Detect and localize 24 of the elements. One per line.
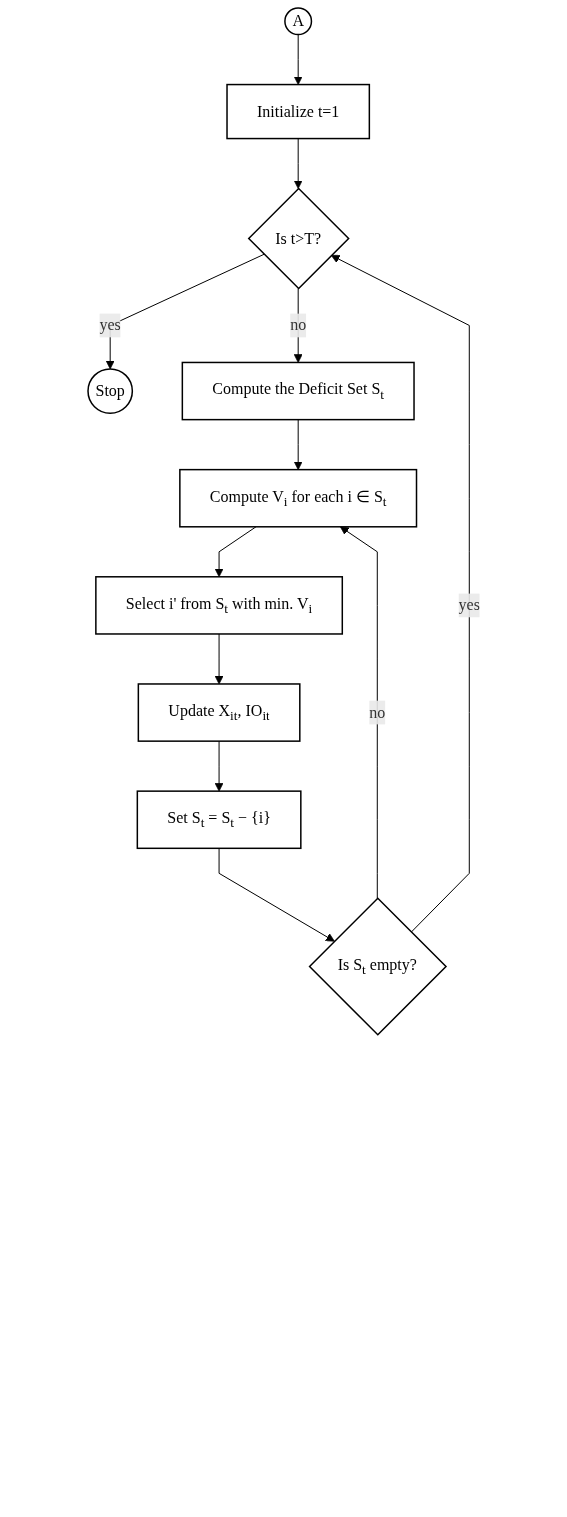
- edge-label: yes: [99, 316, 121, 334]
- arrow: [293, 34, 303, 85]
- arrow: [214, 740, 223, 792]
- node-box: Update X$_{it}$, IO$_{it}$: [137, 683, 301, 742]
- arrow: [330, 254, 470, 933]
- node-box: Initialize t=1: [225, 83, 370, 140]
- node-circle: Stop: [86, 368, 133, 414]
- arrow: [339, 526, 378, 899]
- node-box: Compute V$_{i}$ for each i ∈ S$_{t}$: [178, 468, 417, 528]
- node-circle: A: [283, 7, 312, 36]
- node-box: Set S$_{t}$ = S$_{t}$ − {i}: [136, 790, 302, 850]
- node-diamond: Is t>T?: [247, 187, 350, 290]
- edge-label: no: [368, 703, 385, 721]
- arrow: [105, 253, 265, 370]
- node-diamond: Is S$_{t}$ empty?: [308, 897, 447, 1036]
- arrow: [293, 138, 303, 189]
- arrow: [218, 847, 335, 942]
- edge-label: yes: [458, 596, 480, 614]
- arrow: [214, 526, 256, 578]
- node-box: Select i' from S$_{t}$ with min. V$_{i}$: [94, 576, 343, 635]
- arrow: [293, 419, 303, 471]
- edge-label: no: [289, 316, 306, 334]
- node-box: Compute the Deficit Set S$_{t}$: [181, 361, 415, 421]
- arrow: [214, 633, 223, 685]
